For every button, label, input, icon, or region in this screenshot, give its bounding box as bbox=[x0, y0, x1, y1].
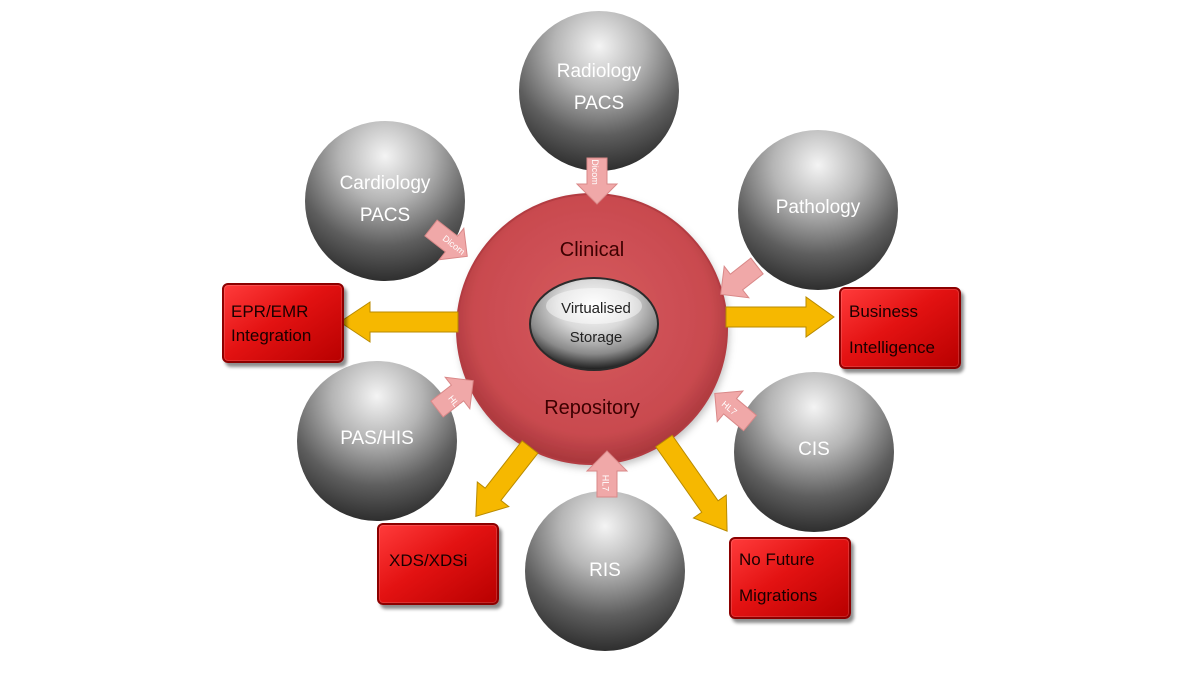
ris-label: RIS bbox=[589, 560, 621, 581]
epr-emr-box bbox=[222, 283, 344, 363]
input-arrow-radiology bbox=[575, 157, 619, 205]
no-future-migrations-box bbox=[729, 537, 851, 619]
pas-his-node bbox=[297, 361, 457, 521]
epr-emr-label: EPR/EMR Integration bbox=[231, 302, 312, 345]
pas-his-label: PAS/HIS bbox=[340, 428, 414, 449]
ris-node bbox=[525, 491, 685, 651]
input-arrow-cis bbox=[714, 390, 758, 432]
output-arrow-business-intelligence bbox=[725, 296, 835, 338]
repository-top-label: Clinical bbox=[559, 239, 625, 261]
input-arrow-pathology bbox=[720, 257, 764, 299]
radiology-label: Radiology PACS bbox=[556, 61, 642, 114]
storage-core bbox=[529, 277, 659, 371]
protocol-label-ris: HL7 bbox=[600, 474, 611, 492]
business-intelligence-label: Business Intelligence bbox=[849, 302, 936, 357]
xds-box bbox=[377, 523, 499, 605]
cardiology-label: Cardiology PACS bbox=[339, 173, 431, 226]
radiology-node bbox=[519, 11, 679, 171]
storage-core-highlight bbox=[546, 288, 642, 324]
pathology-node bbox=[738, 130, 898, 290]
pathology-label: Pathology bbox=[775, 197, 861, 218]
protocol-label-radiology: Dicom bbox=[589, 159, 600, 185]
input-arrow-cardiology bbox=[424, 219, 468, 261]
xds-label: XDS/XDSi bbox=[389, 551, 468, 570]
input-arrow-ris bbox=[585, 450, 629, 498]
output-arrow-no-future-migrations bbox=[655, 434, 728, 532]
output-arrow-xds bbox=[475, 440, 539, 518]
storage-core-label: Virtualised Storage bbox=[561, 300, 631, 346]
no-future-migrations-label: No Future Migrations bbox=[739, 550, 818, 605]
repository-bottom-label: Repository bbox=[544, 397, 640, 419]
input-arrow-pas-his bbox=[430, 376, 474, 418]
cis-node bbox=[734, 372, 894, 532]
cardiology-node bbox=[305, 121, 465, 281]
output-arrow-epr-emr bbox=[339, 301, 459, 343]
business-intelligence-box bbox=[839, 287, 961, 369]
cis-label: CIS bbox=[798, 439, 830, 460]
